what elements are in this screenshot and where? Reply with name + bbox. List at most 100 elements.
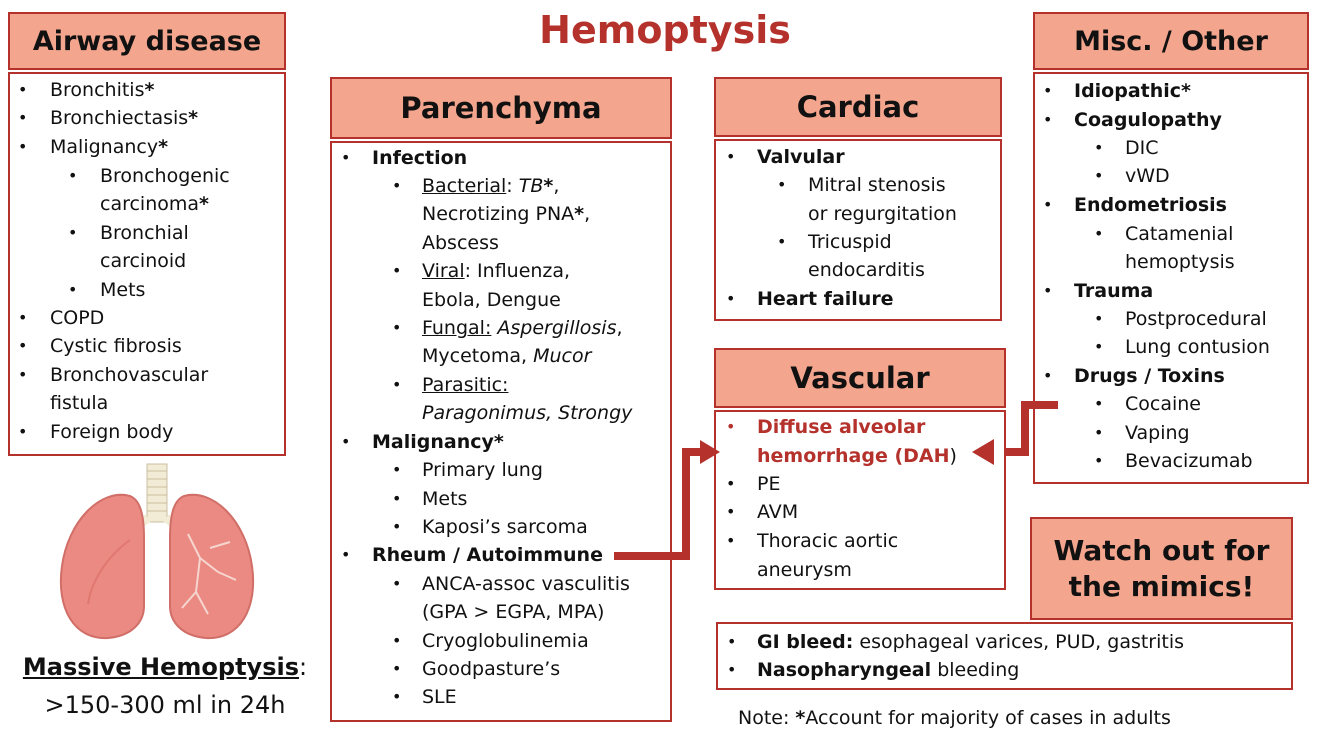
bullet: • <box>1094 451 1104 470</box>
bullet: • <box>392 318 402 337</box>
vascular-item: PE <box>757 473 781 495</box>
airway-item-mets: Mets <box>100 279 146 301</box>
airway-header: Airway disease <box>8 12 286 70</box>
parenchyma-infection: Infection <box>372 147 468 169</box>
airway-item-bronchial: Bronchial <box>100 222 189 244</box>
arrow-rheum-to-dah <box>614 448 700 560</box>
parenchyma-bacterial: Bacterial: TB*, <box>422 175 560 197</box>
parenchyma-viral-line2: Ebola, Dengue <box>422 289 561 311</box>
mimics-header-line1: Watch out for <box>1053 533 1270 567</box>
bullet: • <box>18 422 28 441</box>
mimics-naso: Nasopharyngeal bleeding <box>757 659 1020 681</box>
bullet: • <box>727 660 737 679</box>
misc-drug-item: Cocaine <box>1125 393 1201 415</box>
misc-coag-item: DIC <box>1125 137 1159 159</box>
bullet: • <box>18 365 28 384</box>
bullet: • <box>726 502 736 521</box>
cardiac-item: endocarditis <box>808 259 925 281</box>
bullet: • <box>727 632 737 651</box>
cardiac-item: Mitral stenosis <box>808 174 946 196</box>
vascular-box <box>714 410 1006 590</box>
bullet: • <box>392 176 402 195</box>
misc-header-label: Misc. / Other <box>1074 25 1268 57</box>
cardiac-box <box>714 139 1002 321</box>
airway-item-cf: Cystic fibrosis <box>50 335 182 357</box>
cardiac-header: Cardiac <box>714 77 1002 137</box>
bullet: • <box>1043 81 1053 100</box>
cardiac-header-label: Cardiac <box>796 90 920 124</box>
misc-trauma-item: Lung contusion <box>1125 336 1270 358</box>
bullet: • <box>18 80 28 99</box>
misc-drug-item: Bevacizumab <box>1125 450 1253 472</box>
bullet: • <box>18 108 28 127</box>
bullet: • <box>777 232 787 251</box>
airway-item-carcinoma: carcinoma* <box>100 193 209 215</box>
bullet: • <box>1094 166 1104 185</box>
parenchyma-box <box>330 141 672 722</box>
vascular-dah-line1: Diffuse alveolar <box>757 416 926 438</box>
vascular-item: Thoracic aortic <box>757 530 899 552</box>
arrow-drugs-to-dah <box>1004 401 1058 456</box>
parenchyma-parasitic-line: Paragonimus, Strongy <box>422 402 633 424</box>
parenchyma-fungal: Fungal: Aspergillosis, <box>422 317 623 339</box>
parenchyma-rheum-item: ANCA-assoc vasculitis <box>422 573 630 595</box>
bullet: • <box>392 460 402 479</box>
parenchyma-header-label: Parenchyma <box>400 91 602 125</box>
bullet: • <box>1094 337 1104 356</box>
misc-endo-item: hemoptysis <box>1125 251 1235 273</box>
misc-coag-item: vWD <box>1125 165 1170 187</box>
bullet: • <box>726 474 736 493</box>
bullet: • <box>392 489 402 508</box>
bullet: • <box>1094 224 1104 243</box>
misc-box <box>1033 72 1309 484</box>
footnote: Note: *Account for majority of cases in … <box>738 707 1171 729</box>
misc-trauma: Trauma <box>1074 280 1154 302</box>
cardiac-valvular: Valvular <box>757 146 845 168</box>
airway-item-carcinoid: carcinoid <box>100 250 187 272</box>
bullet: • <box>392 375 402 394</box>
bullet: • <box>18 308 28 327</box>
misc-trauma-item: Postprocedural <box>1125 308 1267 330</box>
parenchyma-rheum-item: Goodpasture’s <box>422 658 561 680</box>
bullet: • <box>726 289 736 308</box>
mimics-gi: GI bleed: esophageal varices, PUD, gastr… <box>757 631 1185 653</box>
bullet: • <box>68 223 78 242</box>
parenchyma-parasitic: Parasitic: <box>422 374 509 396</box>
bullet: • <box>392 517 402 536</box>
misc-header: Misc. / Other <box>1033 12 1309 70</box>
mimics-header-line2: the mimics! <box>1068 569 1255 603</box>
bullet: • <box>341 545 351 564</box>
arrowhead-left-to-right <box>700 440 720 464</box>
vascular-dah-line2: hemorrhage (DAH) <box>757 445 957 467</box>
parenchyma-rheum-item: (GPA > EGPA, MPA) <box>422 601 605 623</box>
bullet: • <box>392 659 402 678</box>
bullet: • <box>68 166 78 185</box>
parenchyma-fungal-line2: Mycetoma, Mucor <box>422 345 592 367</box>
airway-item-bronchogenic: Bronchogenic <box>100 165 230 187</box>
misc-endo-item: Catamenial <box>1125 223 1234 245</box>
lungs-icon <box>59 463 255 640</box>
bullet: • <box>341 432 351 451</box>
bullet: • <box>1043 281 1053 300</box>
parenchyma-header: Parenchyma <box>330 77 672 139</box>
vascular-header-label: Vascular <box>790 361 930 395</box>
parenchyma-malignancy-item: Mets <box>422 488 468 510</box>
bullet: • <box>392 574 402 593</box>
bullet: • <box>68 280 78 299</box>
airway-item-foreign-body: Foreign body <box>50 421 174 443</box>
page-title: Hemoptysis <box>539 8 791 52</box>
misc-drug-item: Vaping <box>1125 422 1190 444</box>
massive-hemoptysis-value: >150-300 ml in 24h <box>44 691 286 719</box>
airway-item-bronchiectasis: Bronchiectasis* <box>50 107 199 129</box>
bullet: • <box>341 148 351 167</box>
parenchyma-malignancy-item: Kaposi’s sarcoma <box>422 516 588 538</box>
massive-hemoptysis-label: Massive Hemoptysis: <box>22 653 308 681</box>
bullet: • <box>18 137 28 156</box>
mimics-header: Watch out for the mimics! <box>1030 517 1293 620</box>
parenchyma-rheum-item: SLE <box>422 686 457 708</box>
bullet: • <box>726 531 736 550</box>
bullet: • <box>392 687 402 706</box>
misc-endometriosis: Endometriosis <box>1074 194 1227 216</box>
airway-item-fistula: fistula <box>50 392 109 414</box>
parenchyma-malignancy-item: Primary lung <box>422 459 543 481</box>
